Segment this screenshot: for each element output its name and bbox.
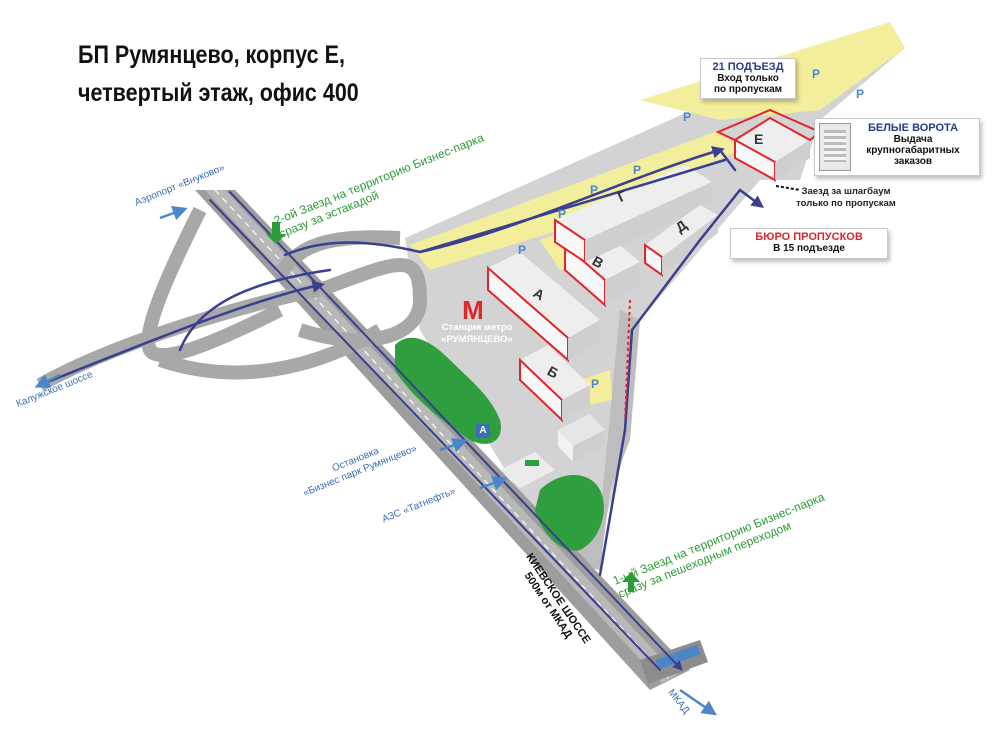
parking-sign: P <box>590 183 599 197</box>
metro-logo-icon: M <box>462 295 484 325</box>
metro-label-line-2: «РУМЯНЦЕВО» <box>441 334 513 345</box>
callout-white-gates-line-3: заказов <box>893 156 933 167</box>
callout-entrance-21-title: 21 ПОДЪЕЗД <box>712 61 784 73</box>
building-a <box>487 252 600 363</box>
callout-entrance-21-line-1: Вход только <box>717 73 779 84</box>
callout-white-gates-line-2: крупногабаритных <box>866 145 960 156</box>
route-dashed <box>624 299 631 421</box>
callout-white-gates-line-1: Выдача <box>893 134 933 145</box>
route-lines <box>38 146 764 671</box>
building-g <box>554 165 712 264</box>
interchange <box>36 206 427 392</box>
building-e <box>715 108 822 182</box>
callout-white-gates-title: БЕЛЫЕ ВОРОТА <box>867 122 959 134</box>
parking-sign: P <box>558 207 567 221</box>
territory-shadow <box>560 310 640 570</box>
barrier-note-line-2: только по пропускам <box>796 198 896 209</box>
title-line-1: БП Румянцево, корпус Е, <box>78 41 345 69</box>
white-gates-icon <box>819 123 851 171</box>
callout-entrance-21-line-2: по пропускам <box>713 84 783 95</box>
parking-sign: P <box>683 110 692 124</box>
page-title: БП Румянцево, корпус Е, четвертый этаж, … <box>78 36 370 112</box>
parking-sign: P <box>856 87 865 101</box>
parking-sign: P <box>518 243 527 257</box>
callout-entrance-21: 21 ПОДЪЕЗД Вход только по пропускам <box>700 58 796 99</box>
bus-stop-icon: А <box>476 424 490 438</box>
building-e-label: Е <box>754 131 764 147</box>
parking-garage <box>558 414 605 462</box>
callout-white-gates: БЕЛЫЕ ВОРОТА Выдача крупногабаритных зак… <box>814 118 980 176</box>
parking-sign: P <box>633 163 642 177</box>
white-gates-text: БЕЛЫЕ ВОРОТА Выдача крупногабаритных зак… <box>851 122 975 167</box>
barrier-note-line-1: Заезд за шлагбаум <box>801 186 891 197</box>
callout-pass-bureau: БЮРО ПРОПУСКОВ В 15 подъезде <box>730 228 888 259</box>
barrier-note: Заезд за шлагбаум только по пропускам <box>796 186 896 210</box>
gas-station-building <box>500 452 555 488</box>
metro-station-label: Станция метро «РУМЯНЦЕВО» <box>422 322 532 346</box>
callout-pass-bureau-line-1: В 15 подъезде <box>773 243 845 254</box>
building-b <box>519 345 590 423</box>
barrier-gate <box>775 185 801 191</box>
road-arrows <box>34 206 717 716</box>
title-line-2: четвертый этаж, офис 400 <box>78 79 359 107</box>
parking-sign: P <box>812 67 821 81</box>
callout-pass-bureau-title: БЮРО ПРОПУСКОВ <box>755 231 863 243</box>
entrance-arrows <box>266 222 640 592</box>
metro-label-line-1: Станция метро <box>441 322 513 333</box>
building-d <box>644 205 718 277</box>
parking-sign: P <box>591 377 600 391</box>
